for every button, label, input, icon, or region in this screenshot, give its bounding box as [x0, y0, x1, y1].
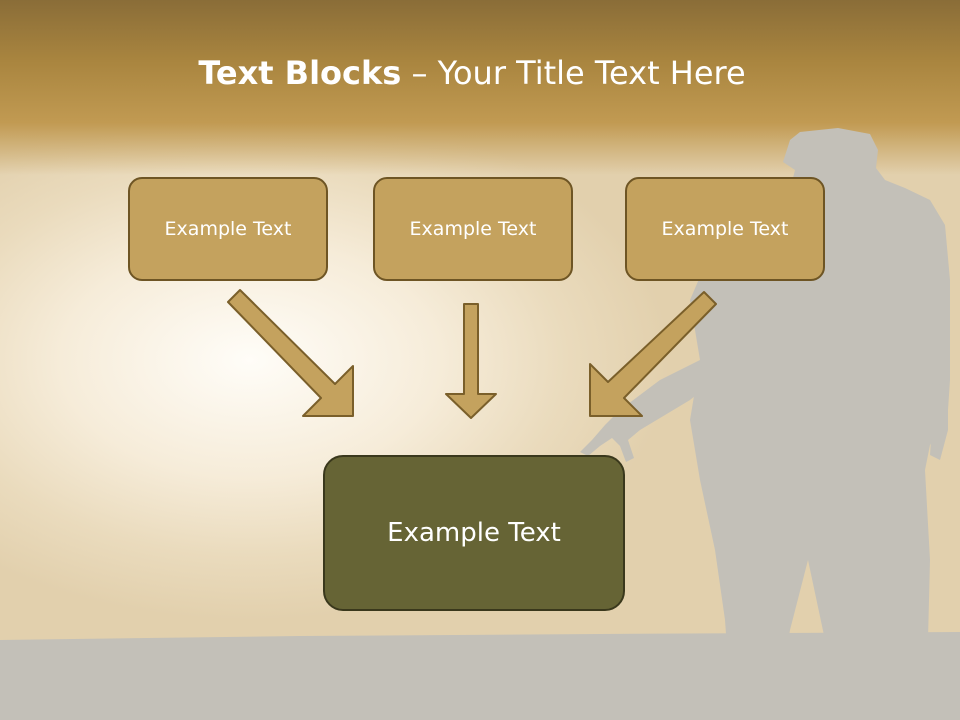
- text-block-3[interactable]: Example Text: [625, 177, 825, 281]
- arrow-right-down-left: [589, 291, 717, 417]
- page-title: Text Blocks – Your Title Text Here: [0, 54, 944, 92]
- arrow-left-down-right: [227, 289, 354, 417]
- title-bold-part: Text Blocks: [198, 54, 402, 92]
- arrow-center-down: [445, 303, 497, 419]
- title-separator: –: [401, 54, 438, 92]
- text-block-2[interactable]: Example Text: [373, 177, 573, 281]
- target-block[interactable]: Example Text: [323, 455, 625, 611]
- text-block-1[interactable]: Example Text: [128, 177, 328, 281]
- title-rest-part: Your Title Text Here: [437, 54, 746, 92]
